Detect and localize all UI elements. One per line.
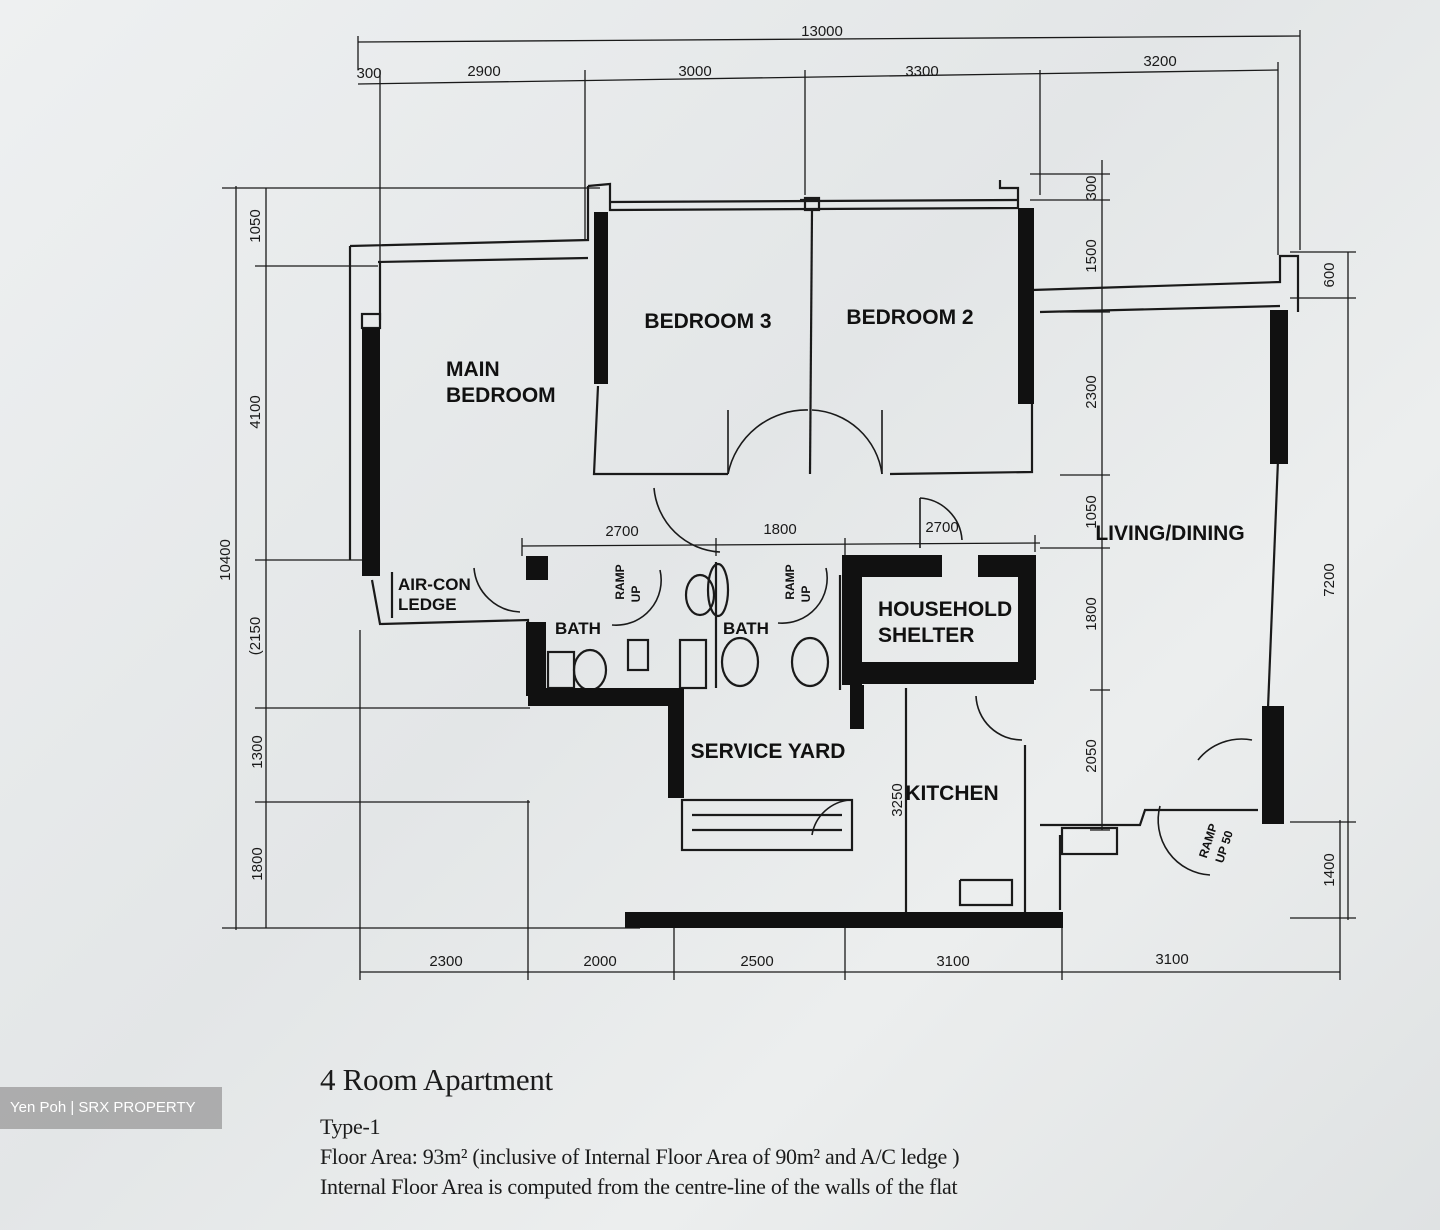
plan-caption: 4 Room Apartment Type-1 Floor Area: 93m²… [320, 1062, 960, 1202]
dim-top-4: 3200 [1143, 53, 1176, 70]
structural-walls [362, 208, 1288, 928]
dim-right-inner-0: 300 [1083, 175, 1100, 200]
dim-left-2: (2150 [247, 617, 264, 655]
label-ramp-1-line2: UP [629, 586, 643, 603]
dim-bottom-4: 3100 [1155, 951, 1188, 968]
label-ramp-1-line1: RAMP [613, 564, 627, 599]
label-ramp-2-line2: UP [799, 586, 813, 603]
dim-right-outer-0: 600 [1321, 262, 1338, 287]
dim-bottom-3: 3100 [936, 953, 969, 970]
dim-top-0: 300 [356, 65, 381, 82]
dim-bottom-1: 2000 [583, 953, 616, 970]
label-bedroom-2: BEDROOM 2 [846, 306, 973, 329]
caption-type: Type-1 [320, 1114, 381, 1139]
dim-top-1: 2900 [467, 63, 500, 80]
dim-inner-2: 2700 [925, 519, 958, 536]
label-bedroom-3: BEDROOM 3 [644, 310, 771, 333]
dim-top-3: 3300 [905, 63, 938, 80]
dim-right-outer-2: 1400 [1321, 853, 1338, 886]
dim-left-overall: 10400 [217, 539, 234, 581]
caption-floor-area: Floor Area: 93m² (inclusive of Internal … [320, 1144, 960, 1169]
dimension-lines [222, 30, 1356, 980]
dim-top-overall: 13000 [801, 23, 843, 40]
dim-top-2: 3000 [678, 63, 711, 80]
dim-kitchen: 3250 [889, 783, 906, 816]
dim-right-inner-4: 1800 [1083, 597, 1100, 630]
label-shelter-line1: HOUSEHOLD [878, 598, 1012, 621]
caption-title: 4 Room Apartment [320, 1062, 553, 1097]
dim-right-outer-1: 7200 [1321, 563, 1338, 596]
dim-left-4: 1800 [249, 847, 266, 880]
label-main-bedroom-line2: BEDROOM [446, 384, 556, 407]
dimension-labels: 13000 300 2900 3000 3300 3200 2300 2000 … [217, 23, 1338, 970]
dim-right-inner-2: 2300 [1083, 375, 1100, 408]
dim-left-3: 1300 [249, 735, 266, 768]
dim-left-0: 1050 [247, 209, 264, 242]
agent-watermark: Yen Poh | SRX PROPERTY [0, 1087, 222, 1129]
dim-inner-0: 2700 [605, 523, 638, 540]
dim-bottom-0: 2300 [429, 953, 462, 970]
dim-bottom-2: 2500 [740, 953, 773, 970]
plan-outline [348, 180, 1300, 912]
label-living-dining: LIVING/DINING [1095, 522, 1244, 545]
dim-left-1: 4100 [247, 395, 264, 428]
label-bath-1: BATH [555, 619, 601, 638]
label-main-bedroom-line1: MAIN [446, 358, 500, 381]
dim-inner-1: 1800 [763, 521, 796, 538]
caption-note: Internal Floor Area is computed from the… [320, 1174, 958, 1199]
label-aircon-line1: AIR-CON [398, 575, 471, 594]
label-service-yard: SERVICE YARD [691, 740, 846, 763]
room-labels: BEDROOM 3 BEDROOM 2 MAIN BEDROOM AIR-CON… [398, 306, 1245, 865]
dim-right-inner-3: 1050 [1083, 495, 1100, 528]
label-shelter-line2: SHELTER [878, 624, 974, 647]
label-aircon-line2: LEDGE [398, 595, 457, 614]
dim-right-inner-1: 1500 [1083, 239, 1100, 272]
label-ramp-2-line1: RAMP [783, 564, 797, 599]
label-bath-2: BATH [723, 619, 769, 638]
label-kitchen: KITCHEN [905, 782, 998, 805]
door-swings [473, 409, 1253, 876]
dim-right-inner-5: 2050 [1083, 739, 1100, 772]
